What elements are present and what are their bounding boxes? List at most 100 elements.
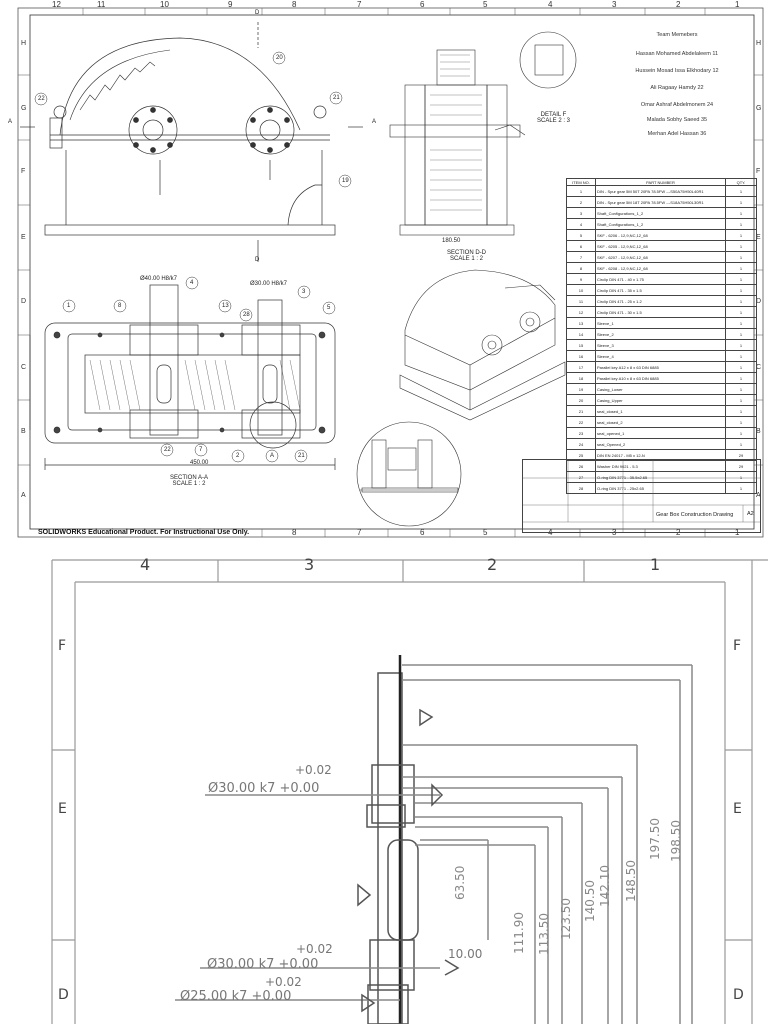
section-aa-label: SECTION A-A SCALE 1 : 2 <box>170 475 209 487</box>
bom-item-no: 15 <box>566 339 596 351</box>
bom-item-no: 21 <box>566 405 596 417</box>
zoom-zone-letter: D <box>58 987 69 1003</box>
bom-part-number: DIN - Spur gear 5M 18T 20PA 78.5FW ---S1… <box>595 196 726 208</box>
frame-num: 6 <box>420 0 425 9</box>
zoom-zone-letter: D <box>733 987 744 1003</box>
balloon-label: 7 <box>199 447 203 453</box>
zone-letter: A <box>21 492 26 499</box>
zone-letter: F <box>756 168 761 175</box>
bom-item-no: 14 <box>566 328 596 340</box>
bom-item-no: 2 <box>566 196 596 208</box>
bom-header: QTY. <box>725 178 757 186</box>
vertical-dimension: 140.50 <box>583 880 597 922</box>
balloon-label: 19 <box>342 178 349 184</box>
zone-letter: C <box>756 364 762 371</box>
title-block-grid <box>523 460 760 532</box>
dimension-label: 180.50 <box>442 238 461 244</box>
zone-letter: B <box>21 428 26 435</box>
tolerance-dimension: Ø25.00 k7 +0.00 <box>180 989 292 1004</box>
bom-item-no: 6 <box>566 240 596 252</box>
bom-item-no: 19 <box>566 383 596 395</box>
bom-qty: 1 <box>725 350 757 362</box>
bom-item-no: 17 <box>566 361 596 373</box>
team-member: Malada Sobhy Saeed 35 <box>646 117 708 123</box>
vertical-dimension: 197.50 <box>648 818 662 860</box>
section-marker: D <box>255 10 260 16</box>
bom-qty: 1 <box>725 240 757 252</box>
bom-part-number: Sleeve_1 <box>595 317 726 329</box>
bom-item-no: 22 <box>566 416 596 428</box>
zone-letter: F <box>21 168 26 175</box>
bom-part-number: Shaft_Configurations_1_2 <box>595 218 726 230</box>
tolerance-dimension: Ø30.00 k7 +0.00 <box>207 957 319 972</box>
bom-part-number: Circlip DIN 471 - 40 x 1.75 <box>595 273 726 285</box>
team-member: Hussein Mosad Issa Elkhodary 12 <box>635 68 719 74</box>
drawing-title: Gear Box Construction Drawing <box>656 512 734 518</box>
frame-num: 7 <box>357 528 362 537</box>
bom-part-number: Shaft_Configurations_1_2 <box>595 207 726 219</box>
vertical-dimension: 63.50 <box>453 865 467 900</box>
balloon-label: 22 <box>38 96 45 102</box>
zoom-frame-num: 4 <box>140 555 151 574</box>
bom-part-number: seal_closed_1 <box>595 405 726 417</box>
balloon-label: 21 <box>333 95 340 101</box>
balloon-label: 20 <box>276 55 283 61</box>
bom-part-number: SKF - 6206 - 12,9,NC,12_68 <box>595 229 726 241</box>
bom-part-number: Parallel key A10 x 8 x 63 DIN 6885 <box>595 372 726 384</box>
section-dd-label: SECTION D-D SCALE 1 : 2 <box>447 250 486 262</box>
bom-qty: 1 <box>725 416 757 428</box>
balloon-label: 8 <box>118 303 122 309</box>
vertical-dimension: 148.50 <box>624 860 638 902</box>
frame-num: 7 <box>357 0 362 9</box>
balloon-label: 21 <box>298 453 305 459</box>
bom-qty: 1 <box>725 482 757 494</box>
zone-letter: D <box>21 298 27 305</box>
bom-item-no: 10 <box>566 284 596 296</box>
tolerance-upper: +0.02 <box>295 763 332 777</box>
bom-qty: 1 <box>725 427 757 439</box>
bom-part-number: SKF - 6207 - 12,9,NC,12_68 <box>595 251 726 263</box>
bom-qty: 1 <box>725 317 757 329</box>
balloon-label: 5 <box>327 305 331 311</box>
bom-qty: 1 <box>725 262 757 274</box>
bom-part-number: Sleeve_4 <box>595 350 726 362</box>
bom-item-no: 16 <box>566 350 596 362</box>
zone-letter: H <box>756 40 762 47</box>
bom-part-number: Sleeve_2 <box>595 328 726 340</box>
bom-part-number: Circlip DIN 471 - 25 x 1.2 <box>595 295 726 307</box>
frame-num: 1 <box>735 0 740 9</box>
balloon-label: 13 <box>222 303 229 309</box>
bom-item-no: 4 <box>566 218 596 230</box>
vertical-dimension: 111.90 <box>512 912 526 954</box>
bom-qty: 1 <box>725 394 757 406</box>
front-view <box>20 22 363 262</box>
frame-num: 9 <box>228 0 233 9</box>
zone-letter: A <box>756 492 761 499</box>
bom-qty: 1 <box>725 339 757 351</box>
bom-part-number: SKF - 6205 - 12,9,NC,12_68 <box>595 240 726 252</box>
section-marker: A <box>372 119 377 125</box>
detail-label: DETAIL F SCALE 2 : 3 <box>537 112 571 124</box>
bom-qty: 1 <box>725 196 757 208</box>
frame-num: 5 <box>483 528 488 537</box>
bom-item-no: 13 <box>566 317 596 329</box>
frame-num: 2 <box>676 0 681 9</box>
section-dd-view <box>389 31 577 236</box>
frame-num: 4 <box>548 0 553 9</box>
bom-qty: 1 <box>725 229 757 241</box>
vertical-dimension: 198.50 <box>669 820 683 862</box>
bom-item-no: 1 <box>566 185 596 197</box>
bom-item-no: 3 <box>566 207 596 219</box>
